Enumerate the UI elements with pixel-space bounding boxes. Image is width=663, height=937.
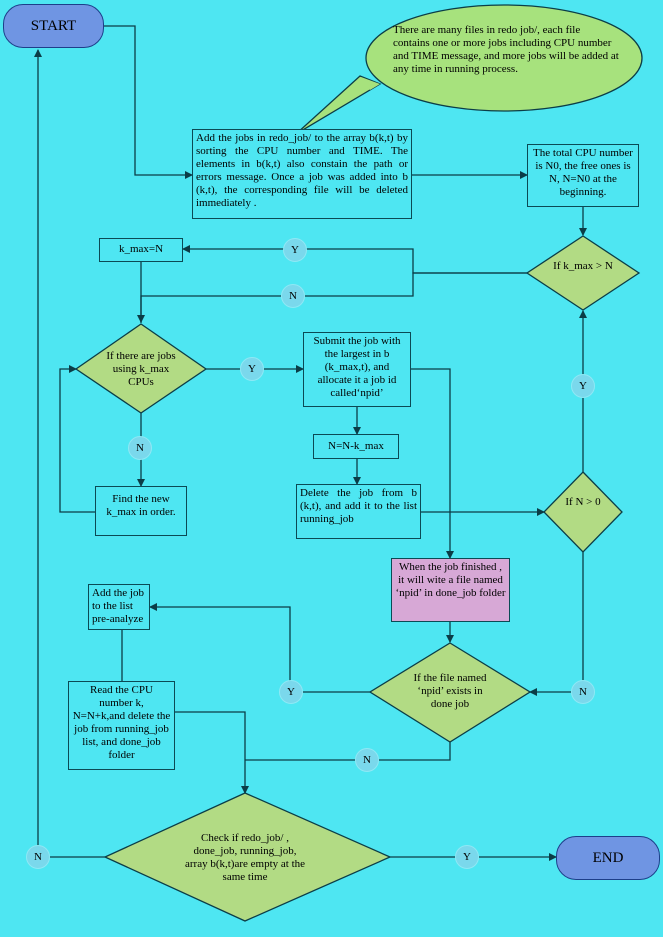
submit-job-box: Submit the job with the largest in b (k_…: [303, 332, 411, 407]
callout-bubble: [295, 4, 643, 135]
no-label-file: N: [355, 748, 379, 772]
decision-check-empty-shape: [103, 792, 392, 922]
end-terminal: END: [556, 836, 660, 880]
yes-label-n0: Y: [571, 374, 595, 398]
read-cpu-box: Read the CPU number k, N=N+k,and delete …: [68, 681, 175, 770]
add-jobs-box: Add the jobs in redo_job/ to the array b…: [192, 129, 412, 219]
decision-kmax-gt-n: If k_max > N: [553, 260, 613, 272]
no-label-kmax: N: [281, 284, 305, 308]
n-minus-kmax-box: N=N-k_max: [313, 434, 399, 459]
kmax-eq-n-box: k_max=N: [99, 238, 183, 262]
delete-job-box: Delete the job from b (k,t), and add it …: [296, 484, 421, 539]
yes-label-check: Y: [455, 845, 479, 869]
decision-n-gt-0-shape: [543, 471, 623, 553]
decision-file-exists: If the file named ‘npid’ exists in done …: [413, 672, 487, 710]
decision-jobs-using: If there are jobs using k_max CPUs: [106, 350, 176, 388]
decision-file-exists-shape: [368, 642, 532, 743]
callout-text: There are many files in redo job/, each …: [393, 24, 619, 75]
total-cpu-box: The total CPU number is N0, the free one…: [527, 144, 639, 207]
no-label-jobs: N: [128, 436, 152, 460]
yes-label-kmax: Y: [283, 238, 307, 262]
add-pre-analyze-box: Add the job to the list pre-analyze: [88, 584, 150, 630]
decision-n-gt-0: If N > 0: [565, 496, 601, 508]
job-finished-box: When the job finished , it will wite a f…: [391, 558, 510, 622]
yes-label-file: Y: [279, 680, 303, 704]
find-new-kmax-box: Find the new k_max in order.: [95, 486, 187, 536]
yes-label-jobs: Y: [240, 357, 264, 381]
no-label-check: N: [26, 845, 50, 869]
decision-check-empty: Check if redo_job/ , done_job, running_j…: [184, 832, 306, 883]
start-terminal: START: [3, 4, 104, 48]
decision-jobs-using-shape: [74, 323, 208, 414]
decision-kmax-gt-n-shape: [525, 235, 641, 311]
no-label-n0: N: [571, 680, 595, 704]
